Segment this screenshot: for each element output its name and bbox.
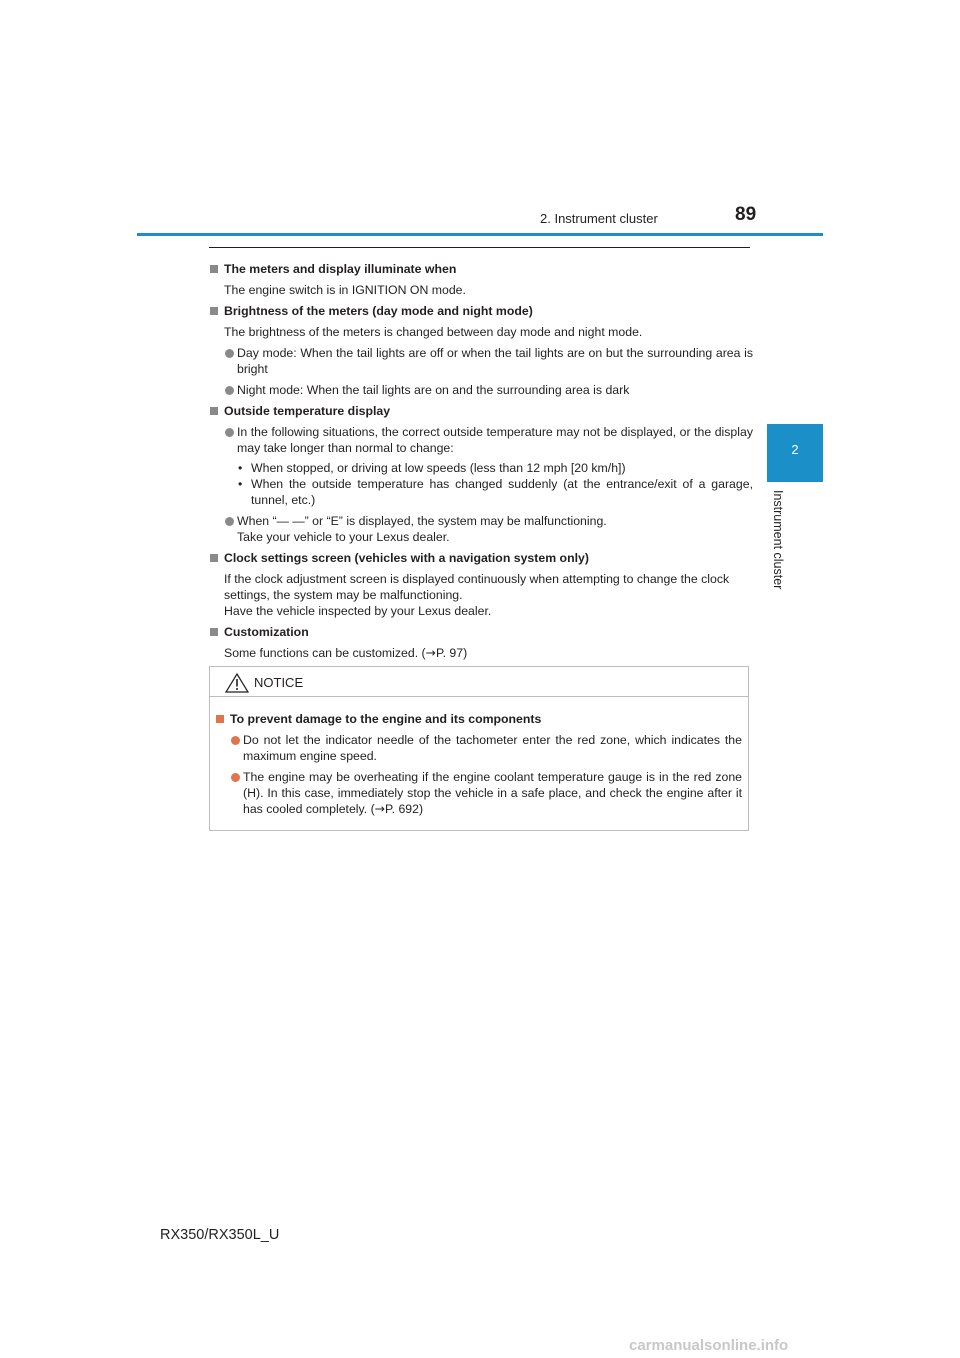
sub-list-item: • When stopped, or driving at low speeds… bbox=[237, 460, 753, 476]
list-item: Day mode: When the tail lights are off o… bbox=[209, 345, 753, 377]
sub-bullet-icon: • bbox=[238, 477, 243, 491]
warning-triangle-icon bbox=[225, 673, 249, 693]
page-number: 89 bbox=[735, 204, 757, 225]
sub-list-item: • When the outside temperature has chang… bbox=[237, 476, 753, 508]
list-item-text: Night mode: When the tail lights are on … bbox=[237, 383, 630, 397]
section-body: If the clock adjustment screen is displa… bbox=[209, 571, 753, 619]
list-item-text: Day mode: When the tail lights are off o… bbox=[237, 346, 753, 376]
header-section-title: 2. Instrument cluster bbox=[540, 211, 658, 226]
list-item: When “— —” or “E” is displayed, the syst… bbox=[209, 513, 753, 545]
page-reference-link[interactable]: P. 97 bbox=[435, 646, 464, 660]
list-item-text: Take your vehicle to your Lexus dealer. bbox=[237, 530, 450, 544]
section-title-text: Outside temperature display bbox=[224, 404, 391, 418]
list-item-text: When “— —” or “E” is displayed, the syst… bbox=[237, 514, 607, 528]
section-body-text: ) bbox=[463, 646, 468, 660]
notice-item-text: The engine may be overheating if the eng… bbox=[243, 770, 742, 816]
notice-header: NOTICE bbox=[210, 667, 748, 697]
chapter-side-label: Instrument cluster bbox=[771, 490, 785, 610]
sub-list-item-text: When the outside temperature has changed… bbox=[251, 477, 753, 507]
notice-item-text: ) bbox=[418, 802, 424, 816]
section-title-text: Clock settings screen (vehicles with a n… bbox=[224, 551, 589, 565]
circle-bullet-icon bbox=[231, 736, 240, 745]
sub-bullet-icon: • bbox=[238, 461, 243, 475]
notice-title: To prevent damage to the engine and its … bbox=[215, 711, 742, 727]
section-title-outside-temp: Outside temperature display bbox=[209, 403, 753, 419]
list-item: In the following situations, the correct… bbox=[209, 424, 753, 456]
arrow-right-icon: → bbox=[374, 802, 385, 816]
content-top-rule bbox=[209, 247, 750, 248]
notice-label: NOTICE bbox=[254, 675, 304, 690]
circle-bullet-icon bbox=[225, 386, 234, 395]
circle-bullet-icon bbox=[225, 428, 234, 437]
section-title-illumination: The meters and display illuminate when bbox=[209, 261, 753, 277]
section-body: The engine switch is in IGNITION ON mode… bbox=[224, 283, 466, 297]
section-body-text: Some functions can be customized. ( bbox=[224, 646, 426, 660]
square-bullet-icon bbox=[210, 265, 218, 273]
main-content: The meters and display illuminate when T… bbox=[209, 256, 753, 661]
arrow-right-icon: → bbox=[425, 646, 436, 660]
watermark[interactable]: carmanualsonline.info bbox=[629, 1337, 789, 1354]
page-reference-link[interactable]: P. 692 bbox=[385, 802, 419, 816]
notice-list-item: The engine may be overheating if the eng… bbox=[215, 769, 742, 817]
notice-item-text: Do not let the indicator needle of the t… bbox=[243, 733, 742, 763]
section-title-text: The meters and display illuminate when bbox=[224, 262, 457, 276]
square-bullet-icon bbox=[210, 407, 218, 415]
section-title-text: Customization bbox=[224, 625, 309, 639]
notice-box: NOTICE To prevent damage to the engine a… bbox=[209, 666, 749, 831]
square-bullet-icon bbox=[216, 715, 224, 723]
section-body-text: If the clock adjustment screen is displa… bbox=[224, 572, 730, 602]
sub-list-item-text: When stopped, or driving at low speeds (… bbox=[251, 461, 626, 475]
circle-bullet-icon bbox=[225, 517, 234, 526]
sub-list: • When stopped, or driving at low speeds… bbox=[209, 460, 753, 508]
square-bullet-icon bbox=[210, 628, 218, 636]
notice-list-item: Do not let the indicator needle of the t… bbox=[215, 732, 742, 764]
chapter-number: 2 bbox=[791, 442, 799, 457]
chapter-label-text: Instrument cluster bbox=[771, 490, 785, 590]
list-item-text: In the following situations, the correct… bbox=[237, 425, 753, 455]
header-rule bbox=[137, 233, 823, 236]
square-bullet-icon bbox=[210, 307, 218, 315]
section-body: Some functions can be customized. (→P. 9… bbox=[209, 645, 753, 661]
section-title-text: Brightness of the meters (day mode and n… bbox=[224, 304, 533, 318]
notice-body: To prevent damage to the engine and its … bbox=[210, 697, 748, 817]
footer-model-code: RX350/RX350L_U bbox=[160, 1227, 280, 1243]
section-body: The brightness of the meters is changed … bbox=[224, 325, 643, 339]
circle-bullet-icon bbox=[231, 773, 240, 782]
section-title-customization: Customization bbox=[209, 624, 753, 640]
circle-bullet-icon bbox=[225, 349, 234, 358]
notice-title-text: To prevent damage to the engine and its … bbox=[230, 712, 542, 726]
square-bullet-icon bbox=[210, 554, 218, 562]
section-title-brightness: Brightness of the meters (day mode and n… bbox=[209, 303, 753, 319]
section-title-clock: Clock settings screen (vehicles with a n… bbox=[209, 550, 753, 566]
list-item: Night mode: When the tail lights are on … bbox=[209, 382, 753, 398]
chapter-tab[interactable]: 2 bbox=[767, 424, 823, 482]
section-body-text: Have the vehicle inspected by your Lexus… bbox=[224, 604, 492, 618]
